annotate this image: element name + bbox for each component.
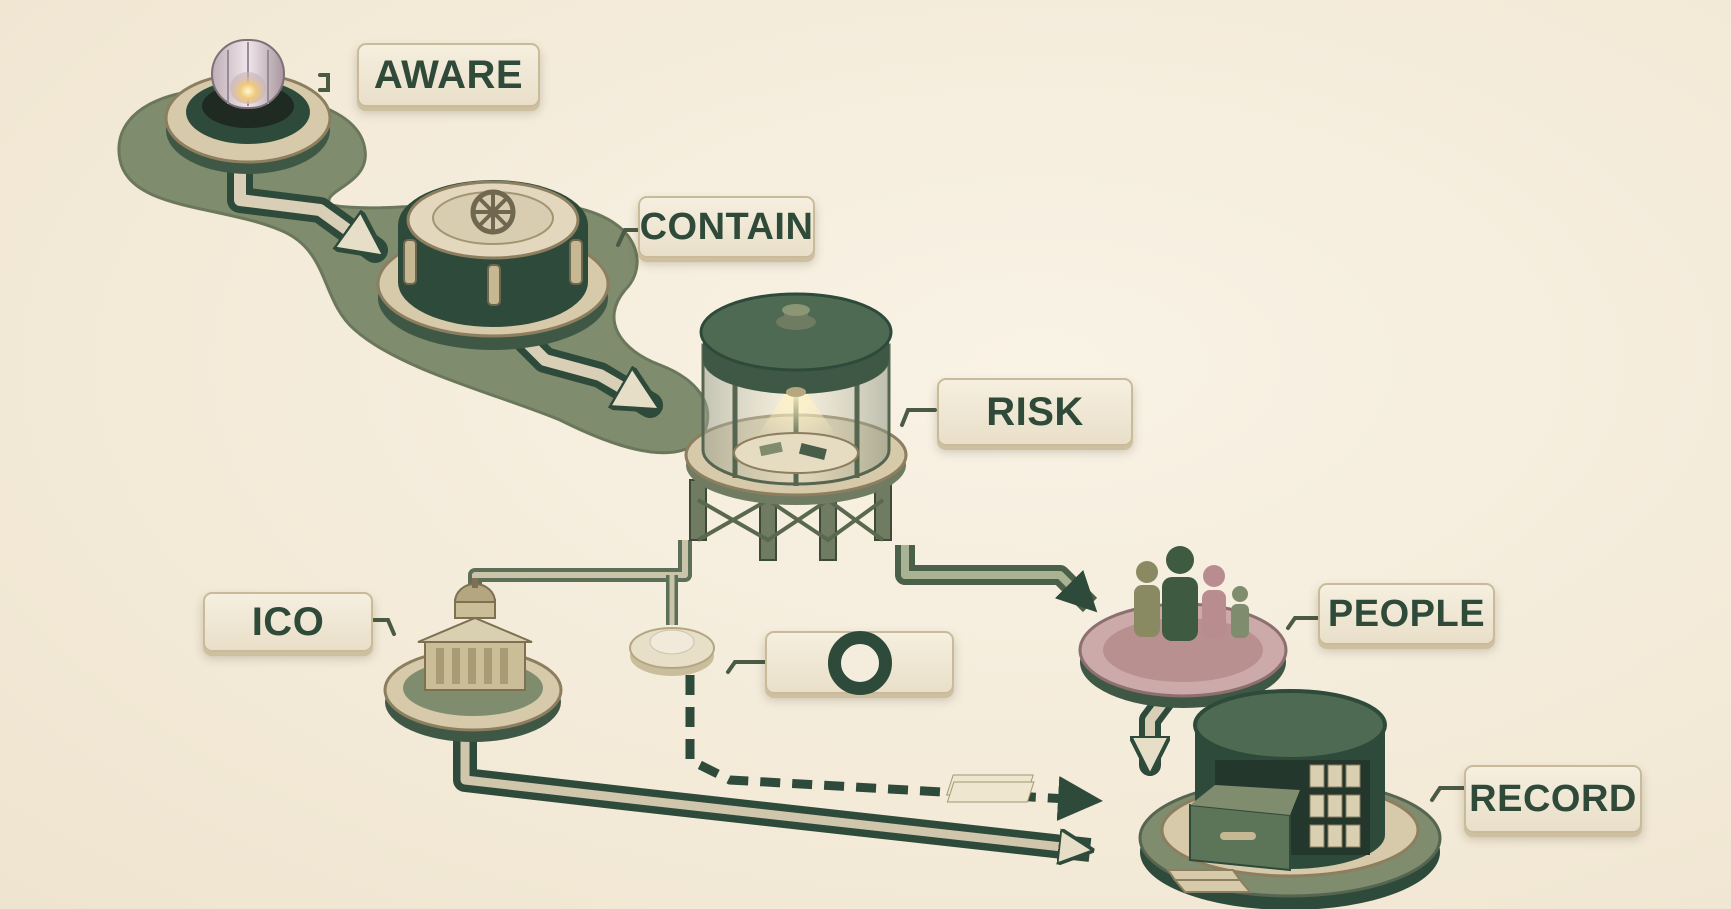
label-people-text: PEOPLE [1327, 593, 1486, 635]
path-risk-ico [468, 540, 692, 598]
leader-lines [318, 73, 1467, 802]
label-record-text: RECORD [1469, 778, 1637, 820]
label-people: PEOPLE [1318, 583, 1495, 645]
contain-node [376, 180, 610, 350]
ico-node [383, 578, 563, 742]
label-contain: CONTAIN [638, 196, 815, 258]
aware-node [164, 39, 332, 174]
label-ico-text: ICO [251, 600, 325, 644]
label-record: RECORD [1464, 765, 1642, 833]
record-node [946, 689, 1442, 909]
decision-node [629, 627, 715, 676]
label-risk: RISK [937, 378, 1133, 446]
label-ico: ICO [203, 592, 373, 652]
label-risk-text: RISK [986, 390, 1084, 434]
label-decision [765, 630, 954, 695]
label-aware: AWARE [357, 43, 540, 107]
people-node [1078, 546, 1288, 708]
path-decision-record [685, 675, 1103, 821]
ring-icon [827, 630, 892, 695]
risk-node [684, 292, 908, 561]
label-aware-text: AWARE [373, 53, 524, 97]
label-contain-text: CONTAIN [639, 206, 814, 248]
